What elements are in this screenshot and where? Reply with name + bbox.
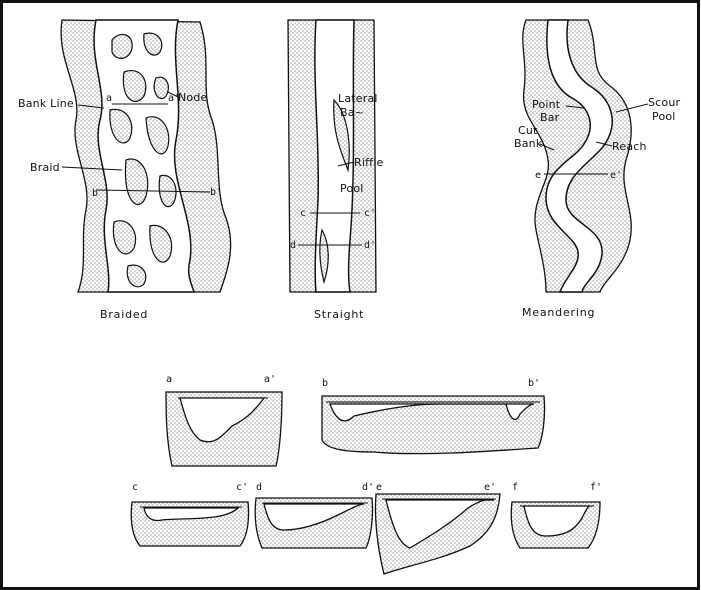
label-point-bar-line2: Bar [540,111,560,124]
plan-point-b: b [92,188,98,199]
label-lateral-bar-line1: Lateral [338,92,378,105]
plan-point-d-prime: d' [364,240,376,251]
plan-point-c-prime: c' [364,208,376,219]
cross-section-ff: f f' [511,482,602,548]
svg-text:f: f [512,482,518,493]
straight-plan-view: c c' d d' Lateral Ba~ Riffle Pool [288,20,384,292]
plan-point-e-prime: e' [610,170,622,181]
meandering-plan-view: e e' Point Bar Cut Bank Scour Pool Reach [514,20,681,292]
svg-text:b': b' [528,378,540,389]
label-point-bar-line1: Point [532,98,561,111]
caption-straight: Straight [314,308,364,321]
label-bank-line: Bank Line [18,97,74,110]
svg-text:e: e [376,482,382,493]
svg-text:c: c [132,482,138,493]
label-braid: Braid [30,161,60,174]
svg-text:a': a' [264,374,276,385]
svg-text:f': f' [590,482,602,493]
plan-point-a: a [106,93,112,104]
plan-point-d: d [290,240,296,251]
svg-text:d: d [256,482,262,493]
svg-text:b: b [322,378,328,389]
svg-text:a: a [166,374,172,385]
label-pool: Pool [340,182,364,195]
label-node: Node [178,91,208,104]
label-cut-bank-line2: Bank [514,137,543,150]
cross-section-aa: a a' [166,374,282,466]
caption-meandering: Meandering [522,306,595,319]
cross-section-dd: d d' [255,482,374,548]
plan-point-e: e [535,170,541,181]
label-scour-pool-line2: Pool [652,110,676,123]
label-lateral-bar-line2: Ba~ [340,106,364,119]
label-cut-bank-line1: Cut [518,124,538,137]
svg-text:d': d' [362,482,374,493]
plan-point-b-prime: b' [210,187,222,198]
cross-section-bb: b b' [322,378,545,454]
cross-section-ee: e e' [375,482,500,574]
label-scour-pool-line1: Scour [648,96,681,109]
plan-point-c: c [300,208,306,219]
braided-plan-view: a a' b b' Bank Line Node Braid [18,20,231,292]
label-reach: Reach [612,140,647,153]
svg-text:e': e' [484,482,496,493]
caption-braided: Braided [100,308,148,321]
svg-text:c': c' [236,482,248,493]
cross-section-cc: c c' [131,482,248,546]
label-riffle: Riffle [354,156,384,169]
